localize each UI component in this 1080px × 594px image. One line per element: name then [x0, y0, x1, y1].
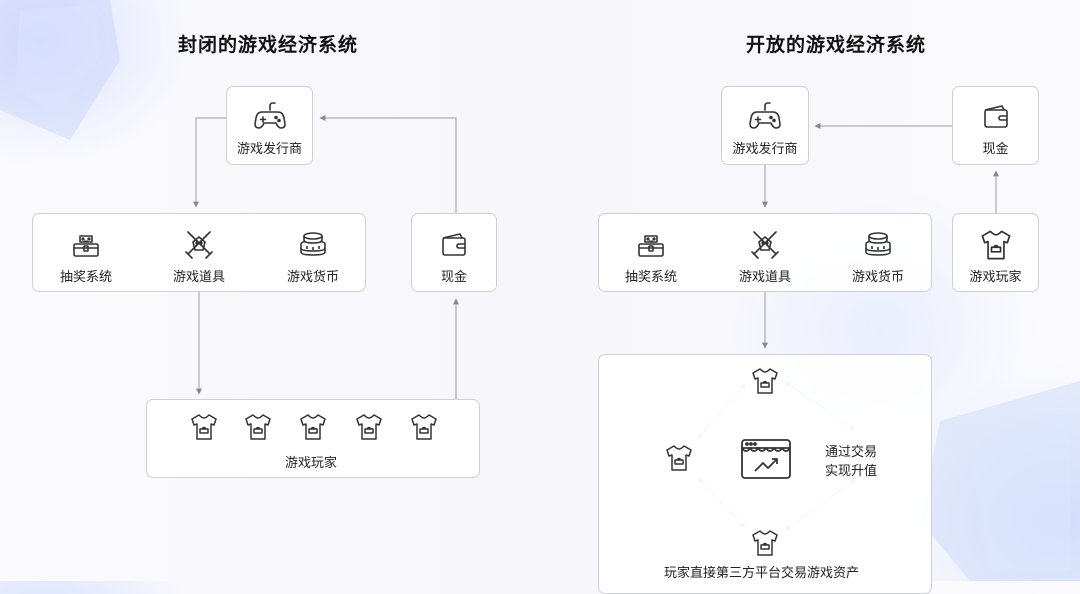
tshirt-icon — [191, 414, 217, 440]
right-publisher-label: 游戏发行商 — [732, 142, 798, 157]
right-cash-box — [952, 86, 1039, 165]
left-cash-label: 现金 — [440, 270, 467, 285]
right-mechanisms-box — [598, 213, 932, 292]
left-players-label: 游戏玩家 — [285, 456, 338, 471]
treasure-chest-icon — [638, 235, 664, 257]
trade-note-line1: 通过交易 — [825, 445, 878, 460]
left-lottery-label: 抽奖系统 — [59, 270, 112, 285]
left-title: 封闭的游戏经济系统 — [177, 34, 358, 56]
left-publisher-node: 游戏发行商 — [226, 100, 313, 157]
left-lottery-node: 抽奖系统 — [50, 228, 122, 285]
right-currency-node: 游戏货币 — [842, 228, 914, 285]
tshirt-icon — [752, 530, 778, 556]
left-cash-node: 现金 — [411, 228, 497, 285]
tshirt-icon — [245, 414, 271, 440]
tshirt-icon — [666, 445, 692, 471]
crossed-swords-icon — [751, 231, 779, 259]
tshirt-icon — [300, 414, 326, 440]
right-trading-box — [598, 354, 932, 594]
right-player-label: 游戏玩家 — [969, 270, 1022, 285]
wallet-icon — [442, 233, 466, 256]
tshirt-icon — [356, 414, 382, 440]
left-cash-box — [411, 213, 497, 292]
coin-stack-icon — [300, 232, 326, 256]
coin-stack-icon — [865, 232, 891, 256]
right-lottery-label: 抽奖系统 — [624, 270, 677, 285]
treasure-chest-icon — [73, 235, 99, 257]
gamepad-icon — [253, 102, 286, 129]
left-publisher-label: 游戏发行商 — [236, 142, 302, 157]
right-items-node: 游戏道具 — [729, 228, 801, 285]
gamepad-icon — [749, 102, 781, 129]
right-cash-node: 现金 — [952, 100, 1039, 157]
left-items-node: 游戏道具 — [163, 228, 235, 285]
left-currency-node: 游戏货币 — [277, 228, 349, 285]
left-items-label: 游戏道具 — [172, 270, 225, 285]
right-player-node: 游戏玩家 — [952, 228, 1039, 285]
right-title: 开放的游戏经济系统 — [745, 34, 926, 56]
marketplace-store-icon — [741, 439, 791, 479]
right-lottery-node: 抽奖系统 — [615, 228, 687, 285]
crossed-swords-icon — [185, 231, 213, 259]
left-mechanisms-box — [32, 213, 366, 292]
trade-caption: 玩家直接第三方平台交易游戏资产 — [664, 566, 860, 581]
right-items-label: 游戏道具 — [738, 270, 791, 285]
trade-note-line2: 实现升值 — [825, 464, 878, 479]
left-publisher-box — [226, 86, 313, 165]
wallet-icon — [983, 105, 1008, 128]
right-publisher-box — [721, 86, 809, 165]
right-currency-label: 游戏货币 — [851, 270, 904, 285]
right-publisher-node: 游戏发行商 — [721, 100, 809, 157]
tshirt-icon — [981, 230, 1010, 260]
tshirt-icon — [752, 368, 778, 394]
tshirt-icon — [411, 414, 437, 440]
left-currency-label: 游戏货币 — [286, 270, 339, 285]
right-cash-label: 现金 — [982, 142, 1009, 157]
